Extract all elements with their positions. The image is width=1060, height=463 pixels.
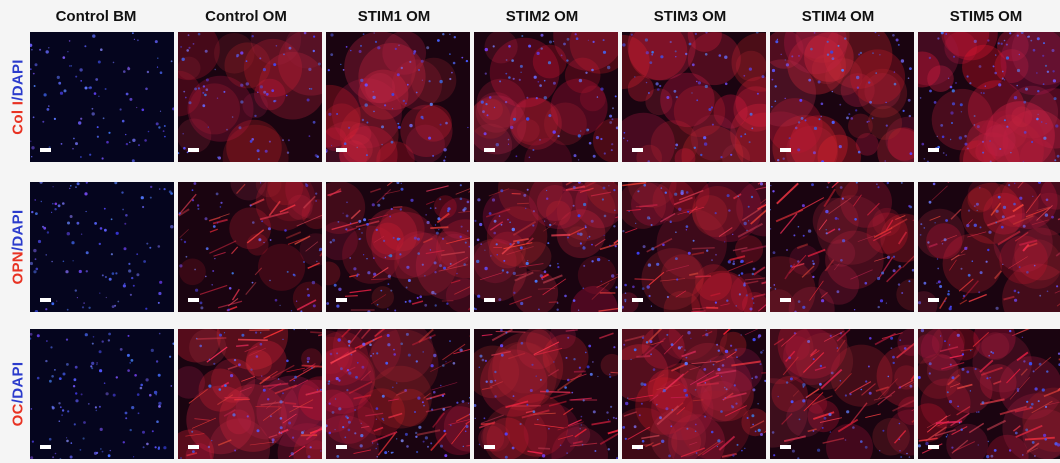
column-header-stim1-om: STIM1 OM (357, 8, 431, 25)
micrograph-col-i-stim1-om (326, 32, 470, 162)
column-header-stim3-om: STIM3 OM (653, 8, 727, 25)
micrograph-opn-stim5-om (918, 182, 1060, 312)
column-header-stim5-om: STIM5 OM (949, 8, 1023, 25)
micrograph-image (326, 32, 470, 162)
row-label-counterstain: DAPI (9, 209, 27, 247)
scale-bar (928, 298, 939, 302)
micrograph-image (178, 329, 322, 459)
row-label-marker: OPN (9, 251, 27, 285)
micrograph-image (918, 329, 1060, 459)
micrograph-oc-stim4-om (770, 329, 914, 459)
scale-bar (632, 148, 643, 152)
scale-bar (928, 148, 939, 152)
scale-bar (484, 298, 495, 302)
scale-bar (484, 445, 495, 449)
micrograph-oc-stim5-om (918, 329, 1060, 459)
scale-bar (188, 445, 199, 449)
scale-bar (632, 445, 643, 449)
scale-bar (188, 298, 199, 302)
micrograph-opn-stim2-om (474, 182, 618, 312)
micrograph-image (326, 329, 470, 459)
scale-bar (40, 148, 51, 152)
micrograph-opn-control-bm (30, 182, 174, 312)
micrograph-oc-stim3-om (622, 329, 766, 459)
scale-bar (780, 298, 791, 302)
micrograph-oc-control-om (178, 329, 322, 459)
scale-bar (632, 298, 643, 302)
micrograph-image (30, 32, 174, 162)
scale-bar (780, 445, 791, 449)
micrograph-image (770, 32, 914, 162)
micrograph-image (474, 329, 618, 459)
scale-bar (336, 148, 347, 152)
row-label-marker: OC (9, 403, 27, 427)
micrograph-image (622, 329, 766, 459)
micrograph-image (622, 32, 766, 162)
micrograph-image (30, 329, 174, 459)
scale-bar (40, 445, 51, 449)
micrograph-opn-stim3-om (622, 182, 766, 312)
micrograph-image (326, 182, 470, 312)
micrograph-opn-stim4-om (770, 182, 914, 312)
micrograph-image (770, 182, 914, 312)
micrograph-col-i-stim3-om (622, 32, 766, 162)
micrograph-col-i-control-om (178, 32, 322, 162)
scale-bar (780, 148, 791, 152)
row-label-counterstain: DAPI (9, 59, 27, 97)
micrograph-oc-control-bm (30, 329, 174, 459)
column-header-control-om: Control OM (205, 8, 287, 25)
scale-bar (928, 445, 939, 449)
micrograph-image (918, 32, 1060, 162)
micrograph-col-i-stim4-om (770, 32, 914, 162)
column-header-stim4-om: STIM4 OM (801, 8, 875, 25)
scale-bar (336, 445, 347, 449)
scale-bar (484, 148, 495, 152)
micrograph-image (474, 182, 618, 312)
micrograph-image (30, 182, 174, 312)
column-header-stim2-om: STIM2 OM (505, 8, 579, 25)
micrograph-image (622, 182, 766, 312)
micrograph-image (770, 329, 914, 459)
row-label-marker: Col I (9, 100, 27, 135)
micrograph-col-i-stim5-om (918, 32, 1060, 162)
micrograph-image (178, 182, 322, 312)
micrograph-image (474, 32, 618, 162)
row-label-separator: / (9, 246, 27, 252)
micrograph-image (178, 32, 322, 162)
micrograph-col-i-stim2-om (474, 32, 618, 162)
row-label-separator: / (9, 398, 27, 404)
scale-bar (188, 148, 199, 152)
micrograph-col-i-control-bm (30, 32, 174, 162)
micrograph-opn-control-om (178, 182, 322, 312)
scale-bar (40, 298, 51, 302)
column-header-control-bm: Control BM (55, 8, 137, 25)
micrograph-image (918, 182, 1060, 312)
micrograph-oc-stim1-om (326, 329, 470, 459)
scale-bar (336, 298, 347, 302)
micrograph-opn-stim1-om (326, 182, 470, 312)
row-label-separator: / (9, 96, 27, 101)
row-label-counterstain: DAPI (9, 361, 27, 399)
micrograph-oc-stim2-om (474, 329, 618, 459)
